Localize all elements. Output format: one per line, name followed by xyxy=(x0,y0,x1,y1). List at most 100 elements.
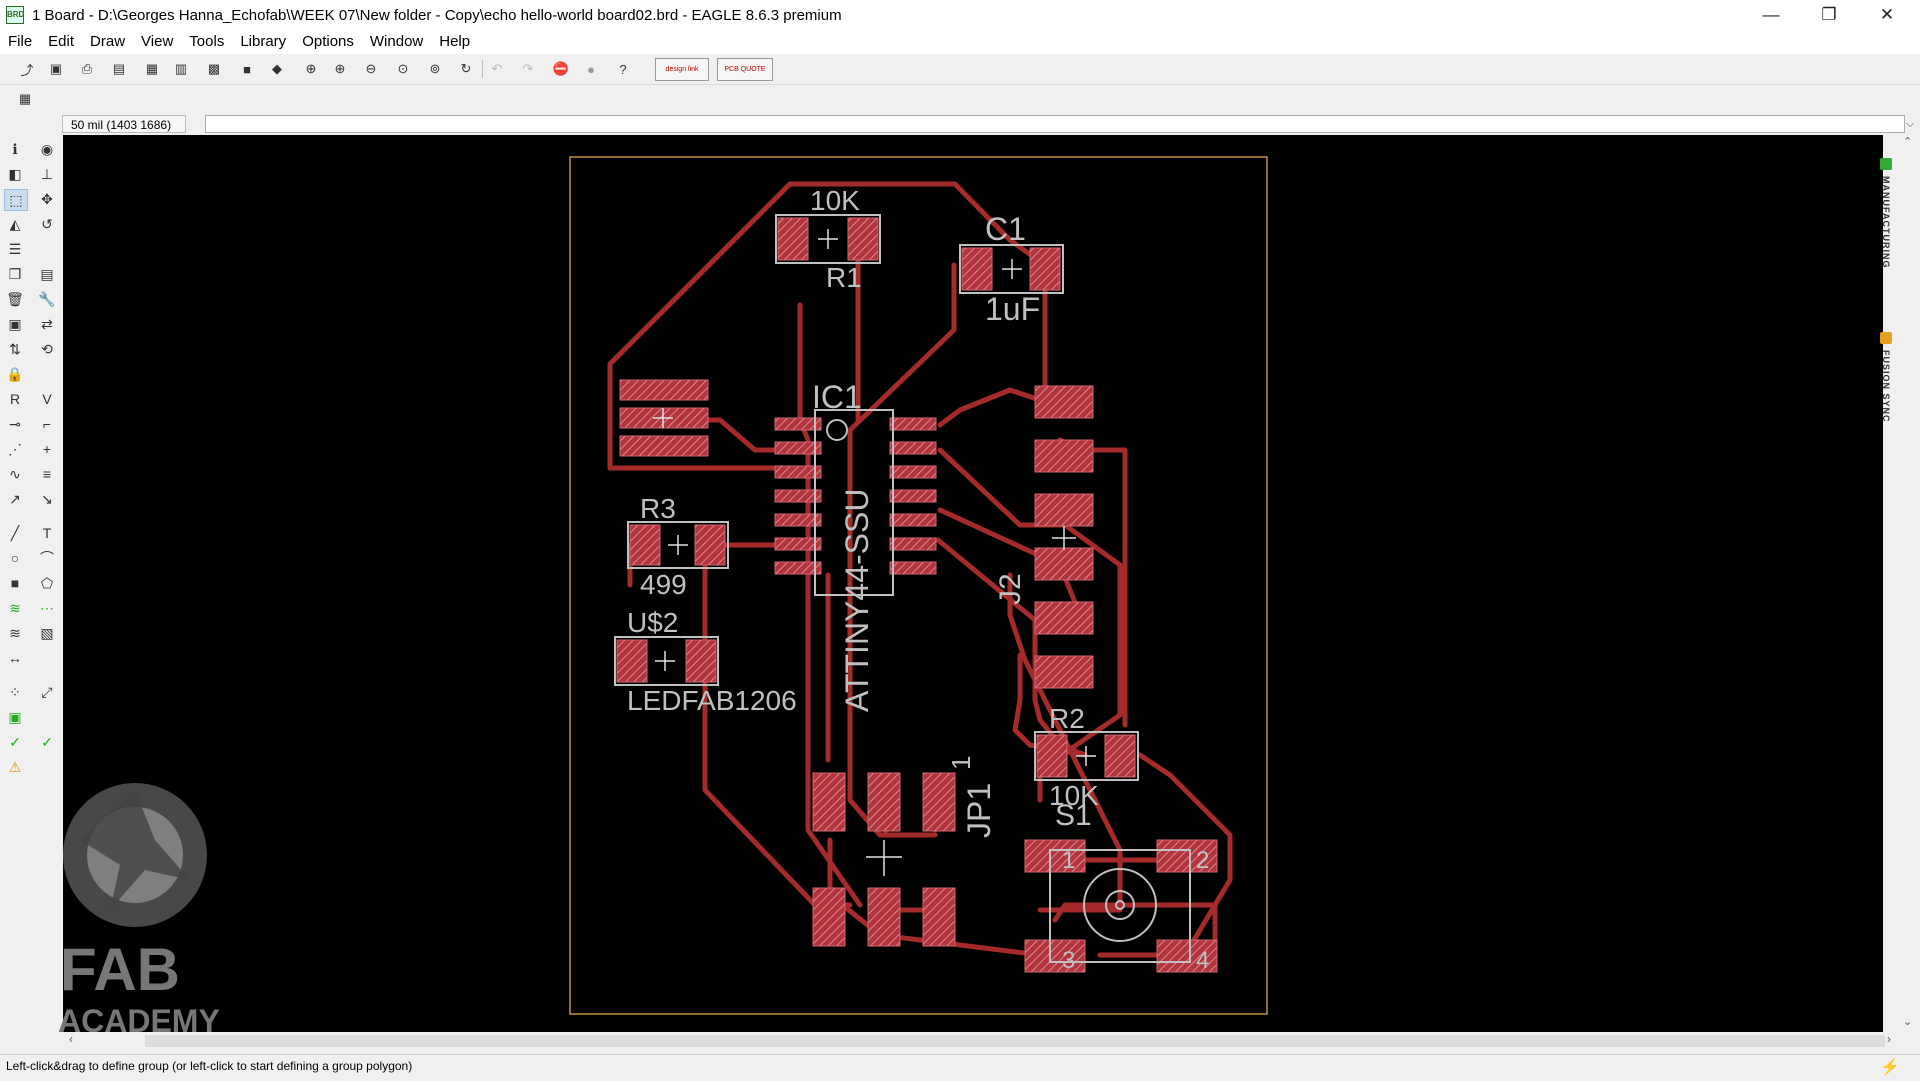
layer-settings-icon[interactable]: ▣ xyxy=(8,708,22,725)
scroll-down-icon[interactable]: ⌄ xyxy=(1903,1016,1913,1028)
circle-icon[interactable]: ○ xyxy=(10,550,20,566)
ratsnest-icon[interactable]: ≋ xyxy=(9,599,21,616)
pcb-quote-button[interactable]: PCB QUOTE xyxy=(717,58,773,81)
rectangle-icon[interactable]: ■ xyxy=(10,575,20,591)
arc-icon[interactable]: ⌒ xyxy=(40,550,54,566)
pad xyxy=(1034,655,1094,689)
copy-icon[interactable]: ❐ xyxy=(8,265,22,282)
info-icon[interactable]: ℹ xyxy=(12,140,18,157)
pad xyxy=(774,513,822,527)
menu-tools[interactable]: Tools xyxy=(189,33,225,50)
menu-edit[interactable]: Edit xyxy=(48,33,75,50)
vertical-scrollbar[interactable]: ⌃ ⌄ xyxy=(1900,135,1920,1032)
move-icon[interactable]: ✥ xyxy=(41,190,53,207)
close-button[interactable]: ✕ xyxy=(1879,5,1895,24)
chevron-down-icon[interactable]: ⌵ xyxy=(1905,118,1915,130)
signal-icon[interactable]: ⋯ xyxy=(40,599,54,616)
script-icon[interactable]: ■ xyxy=(243,61,251,77)
rotate-icon[interactable]: ↺ xyxy=(41,215,53,232)
diff-pair-icon[interactable]: ≡ xyxy=(42,466,52,482)
menu-library[interactable]: Library xyxy=(240,33,287,50)
warning-icon[interactable]: ⚠ xyxy=(8,758,22,775)
help-icon[interactable]: ? xyxy=(619,61,627,77)
save-icon[interactable]: ▣ xyxy=(49,61,63,76)
route-icon[interactable]: ↗ xyxy=(9,490,21,507)
menu-draw[interactable]: Draw xyxy=(90,33,126,50)
meander-icon[interactable]: ∿ xyxy=(9,465,21,482)
paste-icon[interactable]: ▤ xyxy=(40,265,54,282)
lock-icon[interactable]: 🔒 xyxy=(6,365,24,382)
go-icon[interactable]: ● xyxy=(587,61,595,77)
scroll-up-icon[interactable]: ⌃ xyxy=(1903,136,1913,148)
zoom-previous-icon[interactable]: ⊚ xyxy=(429,61,441,76)
zoom-select-icon[interactable]: ⊙ xyxy=(397,61,409,76)
align-icon[interactable]: ☰ xyxy=(8,240,22,257)
open-icon[interactable]: ⤴ xyxy=(20,62,34,78)
redraw-icon[interactable]: ↻ xyxy=(460,61,472,76)
redo-icon[interactable]: ↷ xyxy=(522,61,534,76)
split-icon[interactable]: ⋰ xyxy=(8,440,22,457)
grid-icon[interactable]: ▦ xyxy=(18,91,32,106)
print-icon[interactable]: ⎙ xyxy=(81,61,93,76)
silkscreen-layer xyxy=(614,214,1191,963)
menu-options[interactable]: Options xyxy=(302,33,354,50)
replace-icon[interactable]: ⇄ xyxy=(41,315,53,332)
swap-icon[interactable]: ⇅ xyxy=(9,340,21,357)
layers-icon[interactable]: ◧ xyxy=(8,165,22,182)
zoom-in-icon[interactable]: ⊕ xyxy=(334,61,346,76)
lightning-icon[interactable]: ⚡ xyxy=(1880,1059,1900,1076)
minimize-button[interactable]: — xyxy=(1762,5,1780,24)
menu-window[interactable]: Window xyxy=(369,33,424,50)
polygon-icon[interactable]: ⬠ xyxy=(40,574,54,591)
r3-ref-label: R3 xyxy=(640,493,676,524)
scroll-right-icon[interactable]: › xyxy=(1887,1032,1891,1046)
pad xyxy=(619,379,709,401)
optimize-icon[interactable]: ⟲ xyxy=(41,340,53,357)
delete-icon[interactable]: 🗑 xyxy=(6,290,24,307)
miter-icon[interactable]: ⌐ xyxy=(42,416,52,432)
fusion-sync-panel-tab[interactable]: FUSION SYNC xyxy=(1872,332,1900,423)
add-icon[interactable]: ▣ xyxy=(8,315,22,332)
pad xyxy=(1034,493,1094,527)
value-icon[interactable]: V xyxy=(42,391,52,407)
design-link-button[interactable]: design link xyxy=(655,58,709,81)
undo-icon[interactable]: ↶ xyxy=(491,61,503,76)
ulp-icon[interactable]: ◆ xyxy=(272,61,282,76)
command-input[interactable] xyxy=(205,115,1905,133)
manufacturing-panel-tab[interactable]: MANUFACTURING xyxy=(1872,158,1900,269)
menu-file[interactable]: File xyxy=(8,33,33,50)
menu-help[interactable]: Help xyxy=(439,33,471,50)
wire-icon[interactable]: ╱ xyxy=(10,524,20,541)
horizontal-scrollbar[interactable]: ‹ › xyxy=(63,1032,1900,1050)
text-icon[interactable]: T xyxy=(42,525,52,541)
smash-icon[interactable]: ⊸ xyxy=(9,415,21,432)
board-icon[interactable]: ▥ xyxy=(174,61,188,76)
zoom-fit-icon[interactable]: ⊕ xyxy=(305,61,317,76)
ripup-icon[interactable]: ↘ xyxy=(41,490,53,507)
stop-icon[interactable]: ⛔ xyxy=(552,61,570,76)
scroll-left-icon[interactable]: ‹ xyxy=(69,1032,73,1046)
library-icon[interactable]: ▩ xyxy=(207,61,221,76)
group-icon[interactable]: ⬚ xyxy=(4,189,28,211)
zoom-out-icon[interactable]: ⊖ xyxy=(365,61,377,76)
mirror-icon[interactable]: ◭ xyxy=(9,215,21,232)
attribute-icon[interactable]: ▧ xyxy=(40,624,54,641)
menu-view[interactable]: View xyxy=(141,33,174,50)
horizontal-scroll-thumb[interactable] xyxy=(145,1035,1885,1047)
hole-icon[interactable]: ≋ xyxy=(9,624,21,641)
auto-route-icon[interactable]: ⤢ xyxy=(41,683,53,700)
erc-icon[interactable]: ✓ xyxy=(9,733,21,750)
manufacturing-icon[interactable]: ▦ xyxy=(145,61,159,76)
restore-button[interactable]: ❐ xyxy=(1821,5,1837,24)
mark-icon[interactable]: ⊥ xyxy=(40,165,54,182)
cam-processor-icon[interactable]: ▤ xyxy=(112,61,126,76)
autorouter-icon[interactable]: ⁘ xyxy=(9,683,21,700)
show-icon[interactable]: ◉ xyxy=(40,140,54,157)
dimension-icon[interactable]: ↔ xyxy=(8,650,22,666)
name-icon[interactable]: R xyxy=(9,391,21,407)
s1-button-inner xyxy=(1105,890,1135,920)
via-icon[interactable]: + xyxy=(42,441,52,457)
change-icon[interactable]: 🔧 xyxy=(38,290,56,307)
board-canvas[interactable]: 10K R1 C1 1uF IC1 ATTINY44-SSU R3 499 U$… xyxy=(63,135,1883,1032)
drc-icon[interactable]: ✓ xyxy=(41,733,53,750)
